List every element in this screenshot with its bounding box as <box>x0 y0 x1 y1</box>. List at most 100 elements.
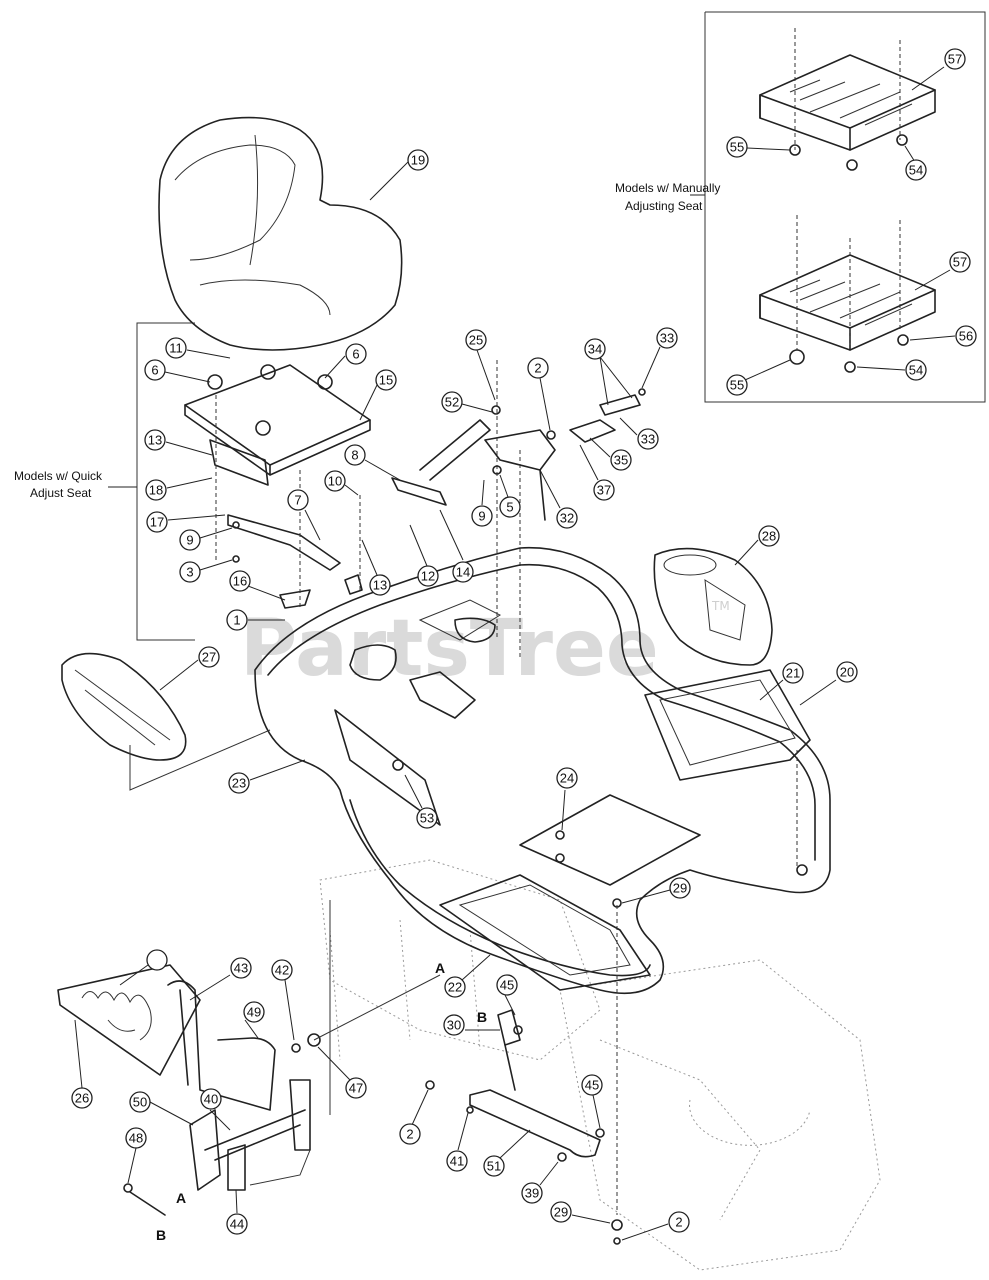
svg-text:40: 40 <box>204 1092 218 1107</box>
fender-panel <box>57 964 201 1076</box>
watermark: PartsTree TM <box>240 599 730 694</box>
callout-2b: 2 <box>399 1089 429 1145</box>
callout-1: 1 <box>226 609 285 631</box>
svg-text:2: 2 <box>406 1127 413 1142</box>
svg-text:57: 57 <box>953 255 967 270</box>
svg-text:9: 9 <box>186 533 193 548</box>
callout-20: 20 <box>799 661 858 706</box>
callout-21: 21 <box>759 662 804 701</box>
svg-text:23: 23 <box>232 776 246 791</box>
callout-46: 45 <box>496 974 518 1016</box>
seat-slide-assembly <box>184 364 491 610</box>
svg-text:37: 37 <box>597 483 611 498</box>
callout-56: 56 <box>909 325 977 347</box>
svg-text:33: 33 <box>660 331 674 346</box>
svg-text:21: 21 <box>786 666 800 681</box>
svg-text:19: 19 <box>411 153 425 168</box>
svg-text:16: 16 <box>233 574 247 589</box>
letter-b-top: B <box>477 1009 487 1025</box>
svg-text:55: 55 <box>730 140 744 155</box>
quick-note-line2: Adjust Seat <box>30 486 92 500</box>
callout-25: 25 <box>465 329 496 401</box>
callout-26: 26 <box>71 1019 93 1109</box>
callout-35: 35 <box>589 437 632 471</box>
svg-text:33: 33 <box>641 432 655 447</box>
svg-text:55: 55 <box>730 378 744 393</box>
callout-51b: 51 <box>483 1129 531 1177</box>
callout-33b: 33 <box>619 417 659 450</box>
svg-text:20: 20 <box>840 665 854 680</box>
callout-5: 5 <box>499 474 521 518</box>
callout-16: 16 <box>229 570 286 601</box>
svg-text:8: 8 <box>351 448 358 463</box>
callout-37: 37 <box>579 444 615 501</box>
callout-27: 27 <box>159 646 220 691</box>
lift-lever-assembly <box>123 900 331 1216</box>
callout-54b: 54 <box>856 359 927 381</box>
callout-49: 49 <box>243 1001 265 1039</box>
quick-note-line1: Models w/ Quick <box>14 469 103 483</box>
svg-text:52: 52 <box>445 395 459 410</box>
callout-2c: 2 <box>621 1211 690 1241</box>
cup-holder-left <box>61 652 271 791</box>
letter-a-bottom: A <box>176 1190 186 1206</box>
callout-6b: 6 <box>324 343 367 379</box>
svg-text:34: 34 <box>588 342 602 357</box>
svg-text:15: 15 <box>379 373 393 388</box>
callout-31 <box>119 949 168 986</box>
svg-text:2: 2 <box>675 1215 682 1230</box>
callout-24: 24 <box>556 767 578 831</box>
svg-text:50: 50 <box>133 1095 147 1110</box>
callouts: 19 11 6 6 15 13 18 17 9 3 7 16 1 8 10 13… <box>71 48 977 1241</box>
svg-text:29: 29 <box>554 1205 568 1220</box>
svg-text:57: 57 <box>948 52 962 67</box>
callout-41: 41 <box>446 1112 469 1172</box>
svg-text:43: 43 <box>234 961 248 976</box>
svg-text:12: 12 <box>421 569 435 584</box>
svg-text:26: 26 <box>75 1091 89 1106</box>
callout-52: 52 <box>441 391 493 413</box>
quick-adjust-bracket: Models w/ Quick Adjust Seat <box>14 322 195 641</box>
svg-text:44: 44 <box>230 1217 244 1232</box>
callout-45b: 45 <box>581 1074 603 1129</box>
callout-6a: 6 <box>144 359 211 383</box>
svg-text:25: 25 <box>469 333 483 348</box>
callout-22: 22 <box>444 954 491 998</box>
svg-text:54: 54 <box>909 163 923 178</box>
svg-text:30: 30 <box>447 1018 461 1033</box>
cup-holder-right <box>653 547 773 666</box>
callout-57b: 57 <box>914 251 971 291</box>
callout-13b: 13 <box>361 539 391 596</box>
callout-23: 23 <box>228 759 306 794</box>
callout-40: 40 <box>200 1088 231 1131</box>
svg-text:42: 42 <box>275 963 289 978</box>
svg-text:45: 45 <box>500 978 514 993</box>
callout-53: 53 <box>404 774 438 829</box>
callout-30: 30 <box>443 1014 500 1036</box>
svg-text:13: 13 <box>373 578 387 593</box>
manual-seat-box: Models w/ Manually Adjusting Seat <box>615 11 986 403</box>
callout-12: 12 <box>409 524 439 587</box>
letter-a-top: A <box>435 960 445 976</box>
callout-9b: 9 <box>471 479 493 527</box>
svg-text:6: 6 <box>352 347 359 362</box>
callout-9a: 9 <box>179 527 233 551</box>
callout-42: 42 <box>271 959 295 1041</box>
svg-text:32: 32 <box>560 511 574 526</box>
watermark-tm: TM <box>711 599 730 613</box>
callout-55a: 55 <box>726 136 791 158</box>
callout-32: 32 <box>539 469 578 529</box>
svg-text:11: 11 <box>169 341 183 356</box>
svg-text:47: 47 <box>349 1081 363 1096</box>
callout-3: 3 <box>179 559 233 583</box>
letter-b-bottom: B <box>156 1227 166 1243</box>
svg-text:48: 48 <box>129 1131 143 1146</box>
callout-10: 10 <box>324 470 359 496</box>
callout-11: 11 <box>165 337 231 359</box>
callout-54a: 54 <box>904 145 927 181</box>
svg-text:45: 45 <box>585 1078 599 1093</box>
callout-33a: 33 <box>641 327 678 389</box>
manual-note-line2: Adjusting Seat <box>625 199 703 213</box>
svg-text:3: 3 <box>186 565 193 580</box>
svg-text:1: 1 <box>233 613 240 628</box>
